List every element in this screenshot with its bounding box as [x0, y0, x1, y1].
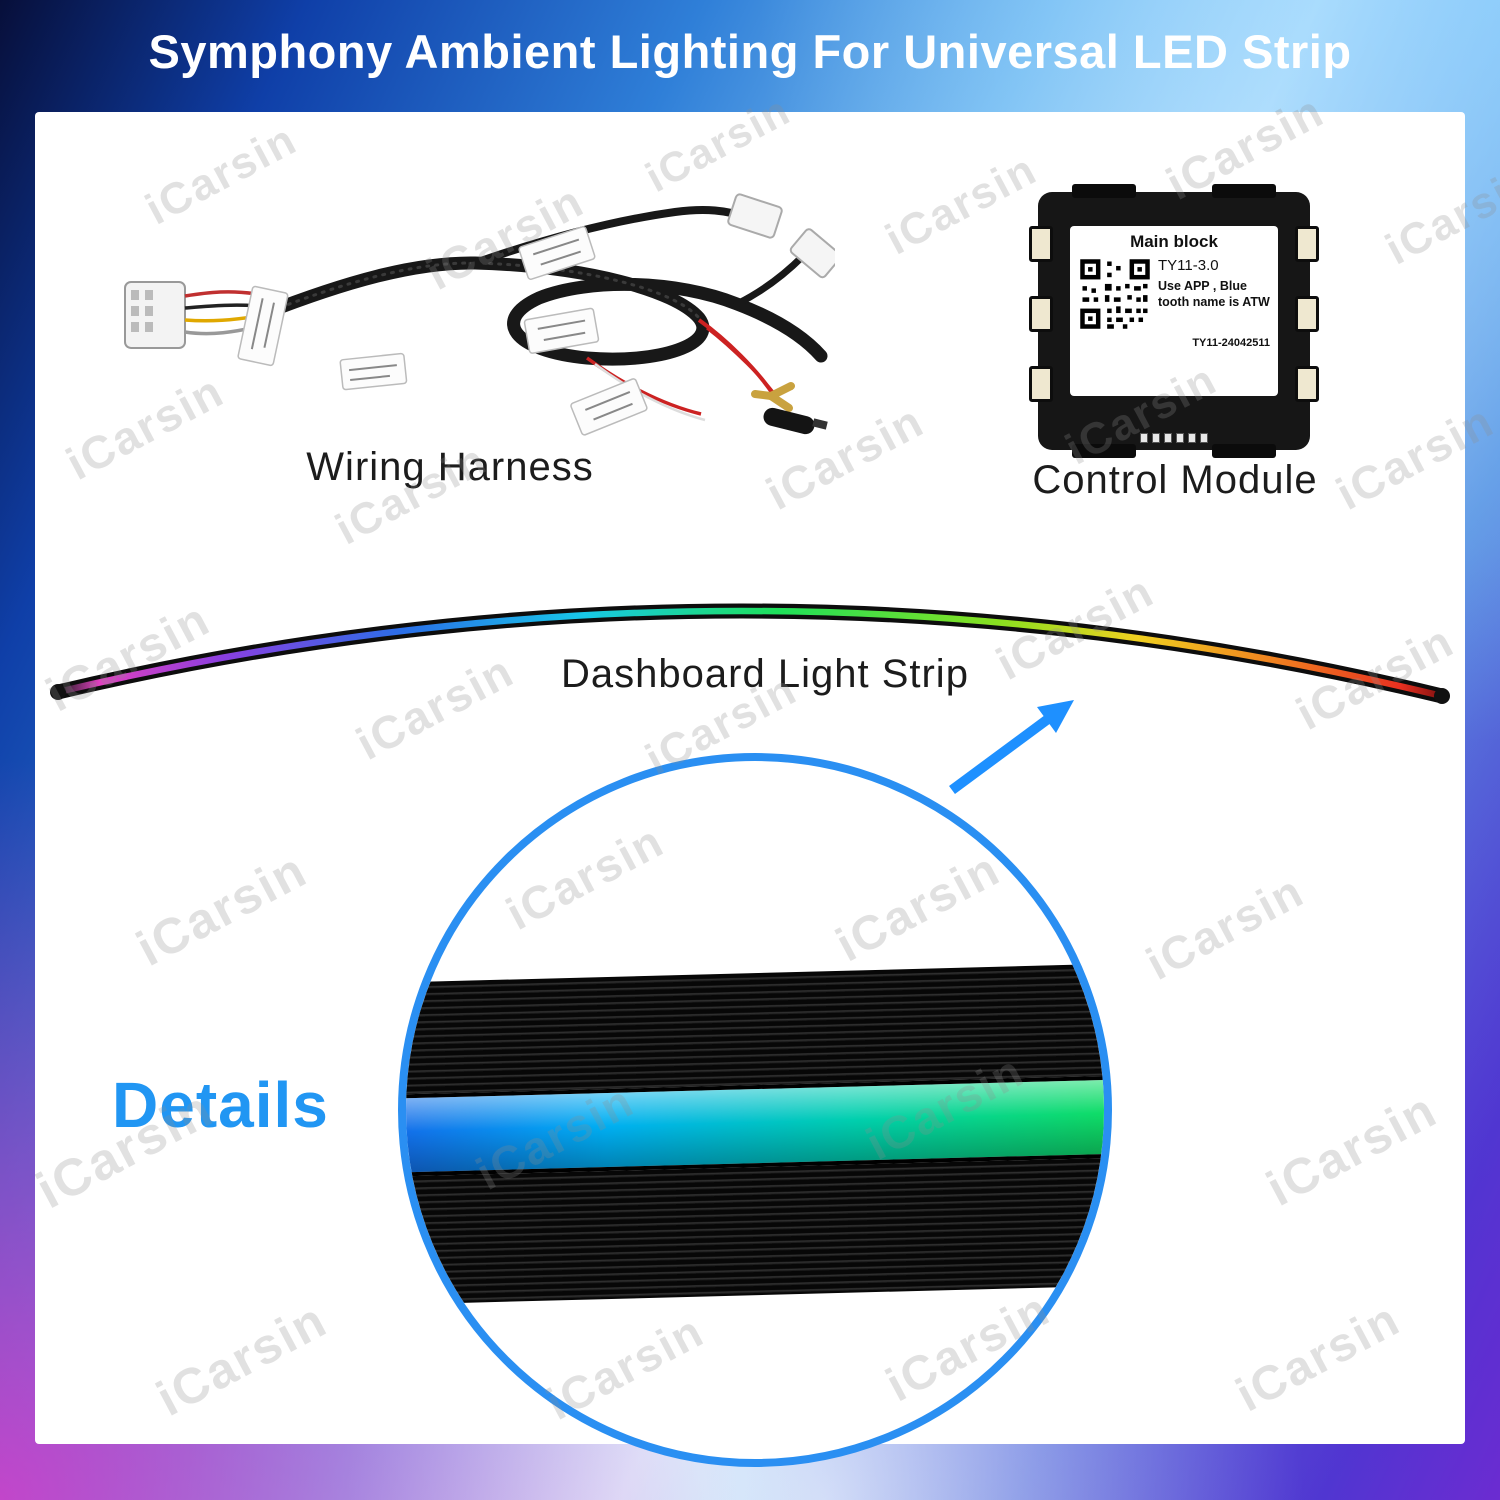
module-connector [1029, 226, 1053, 262]
module-tab [1212, 184, 1276, 198]
control-module-caption: Control Module [1032, 458, 1318, 502]
module-tab [1072, 444, 1136, 458]
cable-labels [237, 226, 648, 436]
harness-left-connector [124, 281, 186, 349]
module-serial: TY11-24042511 [1192, 337, 1270, 349]
strip-ribbed-housing-bottom [406, 1156, 1104, 1306]
module-tab [1212, 444, 1276, 458]
module-connector [1295, 226, 1319, 262]
control-module-body: Main block [1029, 184, 1319, 458]
harness-right-connectors [727, 193, 835, 279]
module-connector [1029, 296, 1053, 332]
wiring-harness-photo [124, 193, 835, 436]
module-instruction: Use APP , Blue tooth name is ATW [1158, 279, 1270, 310]
harness-fuse-component [763, 407, 828, 435]
page-title: Symphony Ambient Lighting For Universal … [148, 25, 1352, 78]
dashboard-light-strip-caption: Dashboard Light Strip [561, 652, 969, 696]
callout-arrow-icon [949, 700, 1074, 795]
module-connector [1295, 296, 1319, 332]
module-model: TY11-3.0 [1158, 257, 1219, 274]
module-connector [1029, 366, 1053, 402]
wiring-harness-caption: Wiring Harness [306, 445, 594, 489]
module-connector [1295, 366, 1319, 402]
strip-ribbed-housing-top [406, 962, 1104, 1096]
strip-led-glow [54, 607, 1446, 700]
qr-code-icon [1078, 257, 1152, 331]
control-module-photo: Main block [1029, 184, 1319, 458]
module-label: Main block [1070, 226, 1278, 396]
dashboard-light-strip-photo [50, 603, 1450, 704]
strip-closeup [406, 962, 1104, 1306]
details-label: Details [112, 1069, 329, 1141]
module-tab [1072, 184, 1136, 198]
details-zoom-circle [398, 753, 1112, 1467]
harness-fork-terminal [751, 382, 795, 412]
module-pins [1140, 433, 1208, 443]
module-label-title: Main block [1130, 232, 1218, 251]
